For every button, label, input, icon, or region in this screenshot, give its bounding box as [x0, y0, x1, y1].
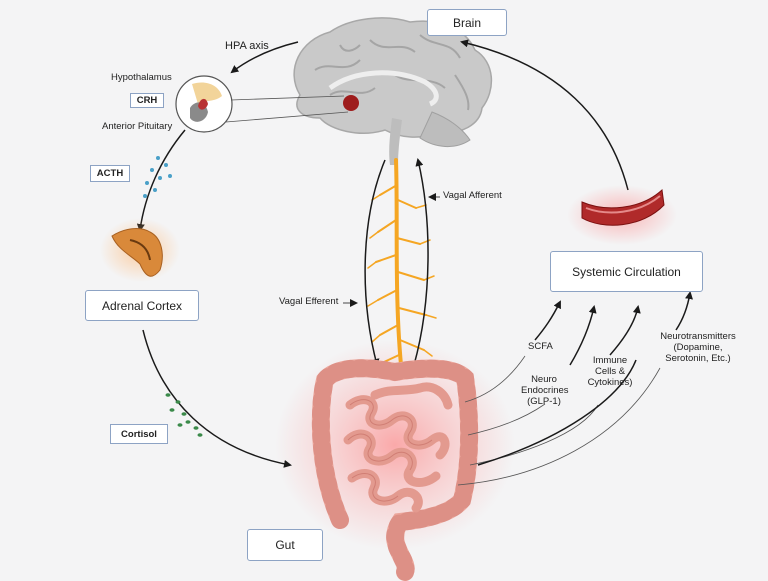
immune-cells-line-2: Cells &	[594, 365, 626, 377]
cortisol-tag: Cortisol	[110, 424, 168, 444]
hpa-axis-arrow	[230, 41, 299, 74]
scfa-label: SCFA	[528, 341, 553, 352]
cortisol-dots	[165, 393, 203, 437]
neurotransmitters-line-3: Serotonin, Etc.)	[665, 352, 731, 364]
neurotransmitters-line-2: (Dopamine,	[673, 341, 723, 353]
hpa-axis-label: HPA axis	[225, 40, 269, 52]
brain-illustration	[293, 17, 493, 165]
gut-to-circulation-arrows	[477, 291, 693, 466]
gut-connector-lines	[457, 355, 661, 486]
systemic-circulation-box: Systemic Circulation	[550, 251, 703, 292]
immune-cells-label: Immune Cells & Cytokines)	[584, 355, 636, 389]
acth-tag: ACTH	[90, 165, 130, 182]
blood-vessel	[581, 188, 665, 226]
neuro-endocrines-label: Neuro Endocrines (GLP-1)	[521, 374, 569, 408]
gut-box: Gut	[247, 529, 323, 561]
gut-illustration	[311, 359, 479, 581]
vagus-nerve	[367, 158, 437, 377]
hypothalamus-label: Hypothalamus	[111, 72, 172, 83]
neuro-endocrines-line-3: (GLP-1)	[527, 395, 561, 407]
pituitary-to-adrenal-arrow	[136, 129, 186, 232]
anterior-pituitary-label: Anterior Pituitary	[102, 121, 173, 132]
adrenal-gland	[111, 228, 163, 277]
adrenal-cortex-box: Adrenal Cortex	[85, 290, 199, 321]
pituitary-region	[343, 95, 359, 111]
vagal-efferent-label: Vagal Efferent	[279, 296, 339, 307]
circulation-to-brain-arrow	[460, 39, 629, 191]
neurotransmitters-label: Neurotransmitters (Dopamine, Serotonin, …	[648, 331, 748, 365]
vagal-afferent-arrow	[413, 158, 429, 366]
adrenal-to-gut-arrow	[142, 329, 292, 468]
vagal-afferent-label: Vagal Afferent	[443, 190, 502, 201]
acth-dots	[143, 156, 172, 198]
vagal-efferent-arrow	[364, 159, 386, 367]
immune-cells-line-3: Cytokines)	[587, 376, 633, 388]
brain-box: Brain	[427, 9, 507, 36]
neuro-endocrines-line-2: Endocrines	[521, 384, 569, 396]
neurotransmitters-line-1: Neurotransmitters	[660, 331, 736, 342]
crh-tag: CRH	[130, 93, 164, 108]
immune-cells-line-1: Immune	[592, 355, 628, 366]
neuro-endocrines-line-1: Neuro	[531, 374, 557, 385]
hypothalamus-inset	[175, 75, 349, 133]
